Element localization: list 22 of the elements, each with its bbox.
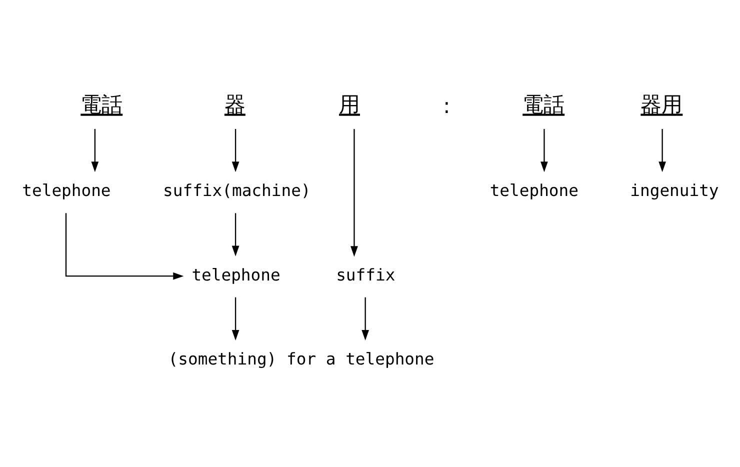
arrow bbox=[91, 128, 99, 172]
node-text: telephone bbox=[22, 180, 111, 200]
arrow bbox=[350, 128, 358, 256]
arrow bbox=[362, 296, 370, 340]
arrow bbox=[232, 296, 240, 340]
arrow bbox=[232, 212, 240, 256]
node-text: (something) for a telephone bbox=[168, 349, 434, 368]
arrow bbox=[232, 128, 240, 172]
node-text: 電話 bbox=[522, 91, 565, 116]
arrow bbox=[540, 128, 548, 172]
node-text: 器用 bbox=[640, 91, 683, 116]
node-text: telephone bbox=[490, 180, 578, 200]
node-text: 器 bbox=[224, 91, 246, 116]
node-text: telephone bbox=[192, 264, 280, 284]
node-text: ingenuity bbox=[630, 180, 719, 200]
arrow bbox=[658, 128, 666, 172]
label: : bbox=[443, 92, 450, 118]
arrow bbox=[65, 212, 184, 280]
node-text: suffix bbox=[336, 264, 396, 284]
node-text: 電話 bbox=[80, 91, 123, 116]
node-text: suffix(machine) bbox=[163, 180, 311, 200]
node-text: 用 bbox=[339, 91, 360, 116]
